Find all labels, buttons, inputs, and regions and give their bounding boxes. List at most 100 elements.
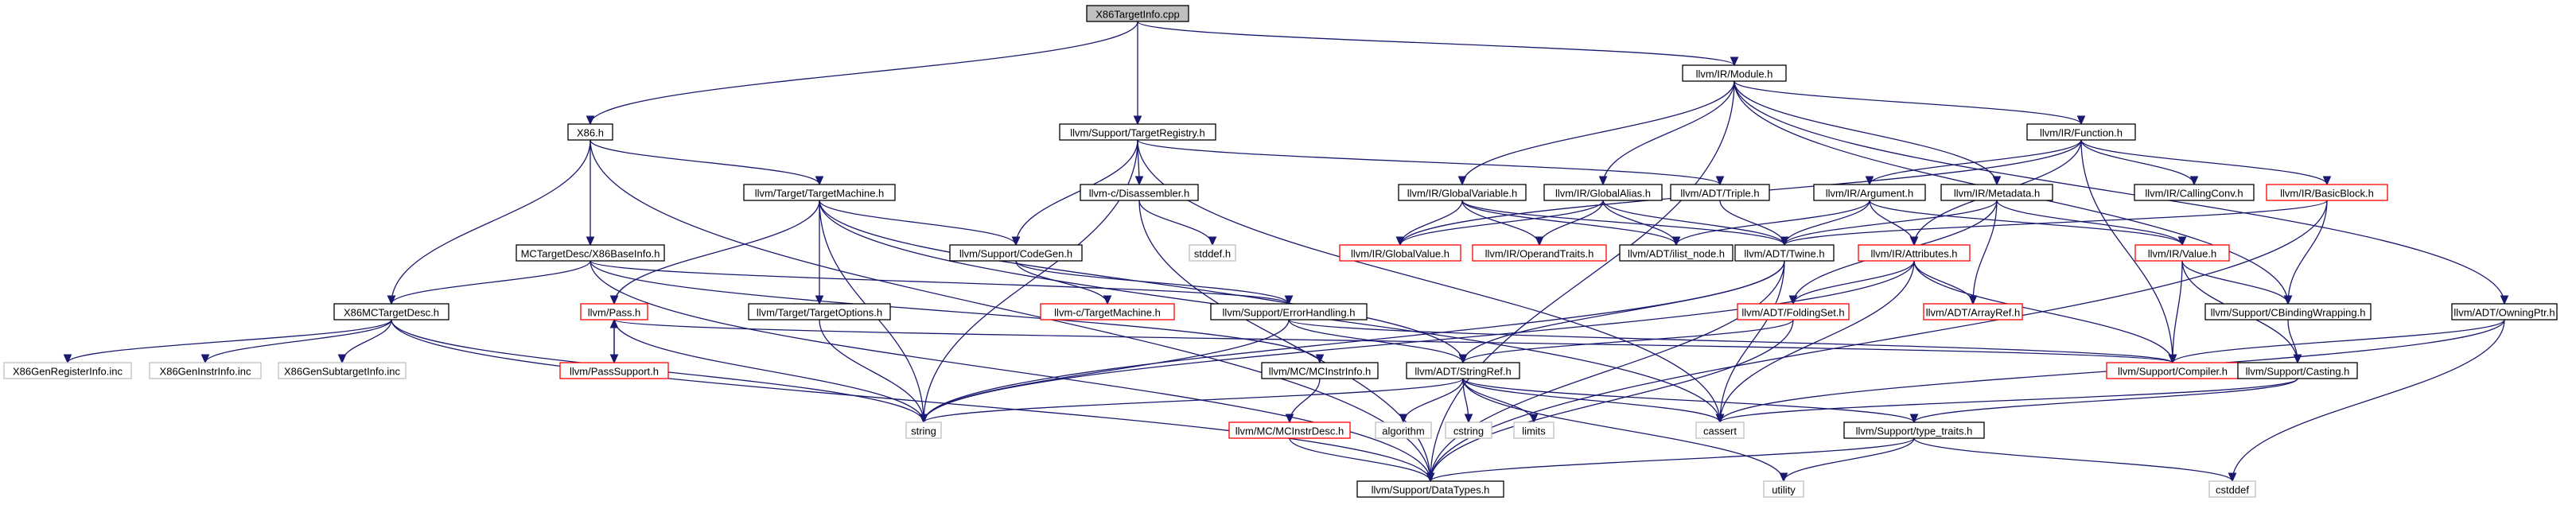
node-label: cassert [1703,425,1737,437]
node-box [516,244,665,262]
node-target-options[interactable]: llvm/Target/TargetOptions.h [748,303,891,320]
node-root[interactable]: X86TargetInfo.cpp [1086,5,1189,22]
edge-string-ref-to-algorithm [1403,378,1464,422]
node-casting[interactable]: llvm/Support/Casting.h [2237,362,2358,379]
node-function[interactable]: llvm/IR/Function.h [2026,123,2136,141]
node-argument[interactable]: llvm/IR/Argument.h [1813,184,1926,201]
node-box [1737,303,1850,320]
node-operand-traits[interactable]: llvm/IR/OperandTraits.h [1472,244,1607,262]
node-global-value[interactable]: llvm/IR/GlobalValue.h [1339,244,1461,262]
node-cbinding[interactable]: llvm/Support/CBindingWrapping.h [2204,303,2372,320]
node-label: llvm/ADT/Triple.h [1680,188,1759,200]
node-string[interactable]: string [905,421,942,439]
node-box [1040,303,1175,320]
node-label: llvm/Support/type_traits.h [1856,425,1973,437]
node-cstring[interactable]: cstring [1445,421,1492,439]
node-gen-register-info[interactable]: X86GenRegisterInfo.inc [3,362,132,379]
edge-x86-mc-target-desc-to-gen-instr-info [205,319,392,363]
node-value[interactable]: llvm/IR/Value.h [2134,244,2230,262]
node-error-handling[interactable]: llvm/Support/ErrorHandling.h [1210,303,1368,320]
node-label: llvm/IR/Attributes.h [1870,248,1957,260]
node-label: limits [1522,425,1546,437]
node-triple[interactable]: llvm/ADT/Triple.h [1670,184,1770,201]
node-compiler[interactable]: llvm/Support/Compiler.h [2106,362,2239,379]
edge-x86-h-to-data-types [590,139,1430,481]
node-type-traits[interactable]: llvm/Support/type_traits.h [1843,421,1985,439]
node-owning-ptr[interactable]: llvm/ADT/OwningPtr.h [2451,303,2558,320]
node-x86-mc-target-desc[interactable]: X86MCTargetDesc.h [333,303,449,320]
edge-folding-set-to-string-ref [1463,319,1794,363]
node-limits[interactable]: limits [1513,421,1555,439]
edge-x86-base-info-to-mc-instr-info [590,260,1320,363]
node-target-machine[interactable]: llvm/Target/TargetMachine.h [743,184,896,201]
node-box [149,362,262,379]
edge-type-traits-to-utility [1784,437,1915,481]
node-data-types[interactable]: llvm/Support/DataTypes.h [1356,480,1504,498]
node-string-ref[interactable]: llvm/ADT/StringRef.h [1406,362,1520,379]
edge-target-options-to-string [819,319,924,422]
node-c-target-machine[interactable]: llvm-c/TargetMachine.h [1040,303,1175,320]
node-label: llvm-c/Disassembler.h [1089,188,1189,200]
node-label: llvm/IR/Value.h [2148,248,2216,260]
node-global-variable[interactable]: llvm/IR/GlobalVariable.h [1398,184,1527,201]
node-module[interactable]: llvm/IR/Module.h [1682,64,1787,82]
node-array-ref[interactable]: llvm/ADT/ArrayRef.h [1923,303,2023,320]
node-mc-instr-desc[interactable]: llvm/MC/MCInstrDesc.h [1228,421,1351,439]
node-label: llvm/IR/CallingConv.h [2145,188,2243,200]
edge-attributes-to-compiler [1913,260,2173,363]
node-attributes[interactable]: llvm/IR/Attributes.h [1858,244,1971,262]
node-label: X86GenInstrInfo.inc [160,366,251,378]
node-codegen[interactable]: llvm/Support/CodeGen.h [949,244,1083,262]
node-label: llvm/MC/MCInstrInfo.h [1269,366,1372,378]
node-calling-conv[interactable]: llvm/IR/CallingConv.h [2134,184,2255,201]
edge-twine-to-data-types [1430,260,1785,481]
node-utility[interactable]: utility [1763,480,1804,498]
node-target-registry[interactable]: llvm/Support/TargetRegistry.h [1059,123,1216,141]
node-label: llvm/Support/Casting.h [2246,366,2350,378]
node-label: llvm/Support/CBindingWrapping.h [2211,307,2366,319]
node-stddef[interactable]: stddef.h [1189,244,1236,262]
node-x86-h[interactable]: X86.h [567,123,613,141]
node-folding-set[interactable]: llvm/ADT/FoldingSet.h [1737,303,1850,320]
edge-module-to-data-types [1430,80,1735,481]
node-basic-block[interactable]: llvm/IR/BasicBlock.h [2266,184,2388,201]
edge-target-machine-to-pass [614,200,820,304]
node-label: llvm/Support/CodeGen.h [959,248,1072,260]
node-cstddef[interactable]: cstddef [2208,480,2256,498]
edge-string-ref-to-limits [1462,378,1534,422]
edge-error-handling-to-string-ref [1288,319,1463,363]
node-ilist-node[interactable]: llvm/ADT/ilist_node.h [1619,244,1734,262]
edge-module-to-metadata [1734,80,1997,185]
edge-casting-to-type-traits [1914,378,2298,422]
edge-string-ref-to-string [924,378,1464,422]
node-box [743,184,896,201]
node-gen-instr-info[interactable]: X86GenInstrInfo.inc [149,362,262,379]
edge-metadata-to-twine [1784,200,1998,245]
edge-global-alias-to-operand-traits [1539,200,1604,245]
node-metadata[interactable]: llvm/IR/Metadata.h [1940,184,2053,201]
edge-function-to-calling-conv [2080,139,2194,185]
node-pass-support[interactable]: llvm/PassSupport.h [559,362,669,379]
node-x86-base-info[interactable]: MCTargetDesc/X86BaseInfo.h [516,244,665,262]
node-box [1086,5,1189,22]
node-cassert[interactable]: cassert [1695,421,1745,439]
node-label: llvm/Target/TargetOptions.h [757,307,882,319]
edge-argument-to-ilist-node [1676,200,1870,245]
node-twine[interactable]: llvm/ADT/Twine.h [1734,244,1835,262]
node-algorithm[interactable]: algorithm [1375,421,1432,439]
node-gen-subtarget-info[interactable]: X86GenSubtargetInfo.inc [278,362,407,379]
node-box [1261,362,1379,379]
node-pass[interactable]: llvm/Pass.h [580,303,648,320]
node-mc-instr-info[interactable]: llvm/MC/MCInstrInfo.h [1261,362,1379,379]
edge-string-ref-to-type-traits [1462,378,1914,422]
edge-function-to-basic-block [2080,139,2327,185]
edge-x86-mc-target-desc-to-gen-subtarget-info [342,319,392,363]
node-box [1059,123,1216,141]
node-disassembler[interactable]: llvm-c/Disassembler.h [1080,184,1199,201]
node-box [1228,421,1351,439]
edge-string-ref-to-cassert [1462,378,1720,422]
node-label: X86MCTargetDesc.h [344,307,439,319]
node-global-alias[interactable]: llvm/IR/GlobalAlias.h [1543,184,1663,201]
